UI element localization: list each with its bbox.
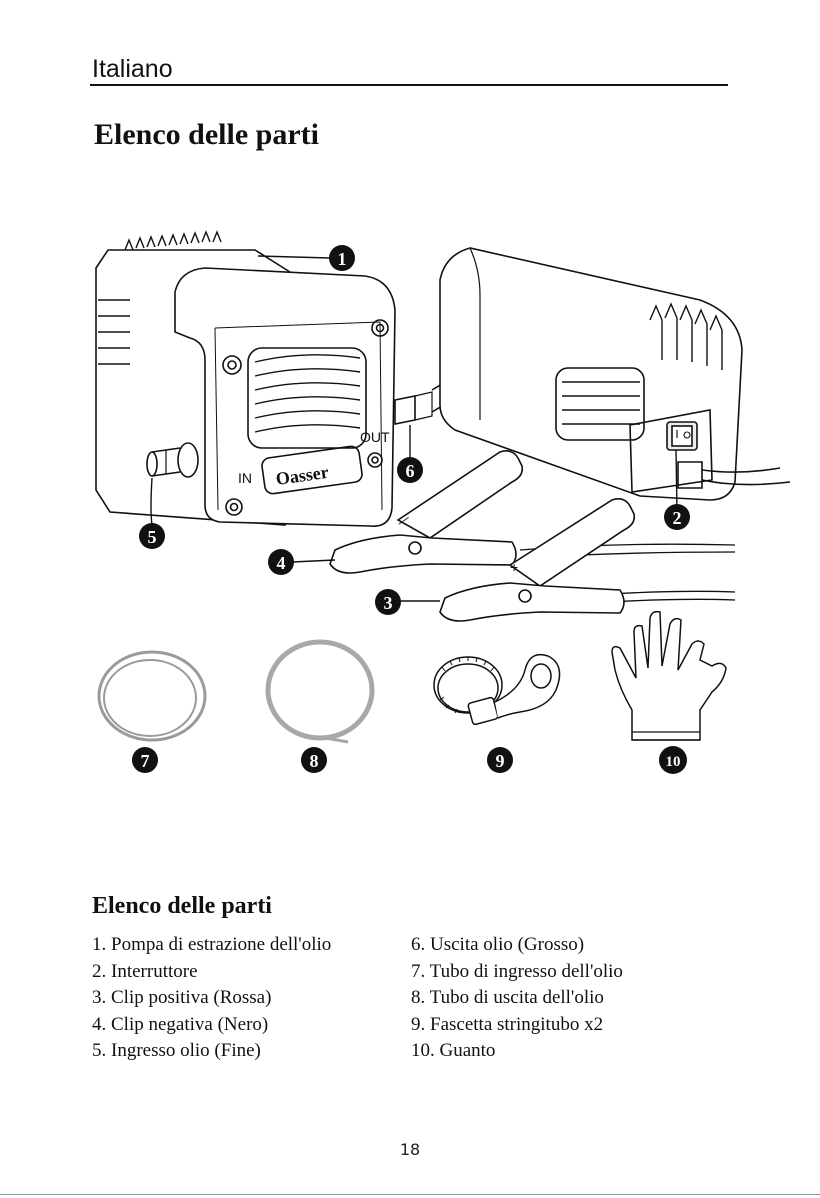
svg-text:3: 3 bbox=[384, 593, 393, 613]
svg-text:2: 2 bbox=[673, 508, 682, 528]
outlet-tube bbox=[265, 639, 375, 744]
callout-6: 6 bbox=[397, 457, 423, 483]
parts-list-left: 1. Pompa di estrazione dell'olio 2. Inte… bbox=[92, 932, 331, 1065]
callout-2: 2 bbox=[664, 504, 690, 530]
list-item: 2. Interruttore bbox=[92, 960, 198, 982]
list-item: 9. Fascetta stringitubo x2 bbox=[411, 1013, 604, 1035]
positive-clip: + bbox=[439, 498, 636, 622]
svg-text:10: 10 bbox=[666, 754, 681, 770]
language-header: Italiano bbox=[92, 55, 173, 83]
inlet-tube bbox=[97, 650, 207, 742]
callout-10: 10 bbox=[659, 746, 687, 774]
callout-4: 4 bbox=[268, 549, 294, 575]
list-item: 8. Tubo di uscita dell'olio bbox=[411, 987, 604, 1008]
list-item: 3. Clip positiva (Rossa) bbox=[92, 987, 272, 1008]
port-out-label: OUT bbox=[360, 429, 390, 445]
svg-text:5: 5 bbox=[148, 527, 157, 547]
footer-rule bbox=[0, 1194, 820, 1195]
svg-text:1: 1 bbox=[338, 249, 347, 269]
parts-section-title: Elenco delle parti bbox=[92, 893, 272, 919]
port-in-label: IN bbox=[238, 470, 252, 486]
header-rule bbox=[90, 84, 728, 86]
callout-7: 7 bbox=[132, 747, 158, 773]
svg-text:8: 8 bbox=[310, 751, 319, 771]
control-unit bbox=[439, 247, 791, 501]
svg-text:7: 7 bbox=[141, 751, 150, 771]
parts-list-right: 6. Uscita olio (Grosso) 7. Tubo di ingre… bbox=[411, 932, 623, 1065]
callout-1: 1 bbox=[329, 245, 355, 271]
svg-text:4: 4 bbox=[277, 553, 286, 573]
page-number: 18 bbox=[399, 1140, 421, 1159]
list-item: 4. Clip negativa (Nero) bbox=[92, 1013, 269, 1035]
callout-8: 8 bbox=[301, 747, 327, 773]
callout-3: 3 bbox=[375, 589, 401, 615]
glove bbox=[611, 610, 727, 741]
list-item: 10. Guanto bbox=[411, 1040, 496, 1061]
callout-9: 9 bbox=[487, 747, 513, 773]
svg-text:9: 9 bbox=[496, 751, 505, 771]
callout-5: 5 bbox=[139, 523, 165, 549]
list-item: 1. Pompa di estrazione dell'olio bbox=[92, 934, 332, 955]
parts-illustration: Oasser IN OUT bbox=[95, 230, 791, 774]
negative-clip: — bbox=[329, 450, 524, 574]
list-item: 6. Uscita olio (Grosso) bbox=[411, 934, 585, 955]
pump-unit: Oasser IN OUT bbox=[95, 230, 467, 527]
svg-text:6: 6 bbox=[406, 461, 415, 481]
list-item: 5. Ingresso olio (Fine) bbox=[92, 1040, 261, 1061]
page-title: Elenco delle parti bbox=[94, 118, 319, 151]
list-item: 7. Tubo di ingresso dell'olio bbox=[411, 960, 623, 982]
hose-clamp bbox=[433, 653, 561, 726]
positive-mark: + bbox=[510, 559, 518, 575]
